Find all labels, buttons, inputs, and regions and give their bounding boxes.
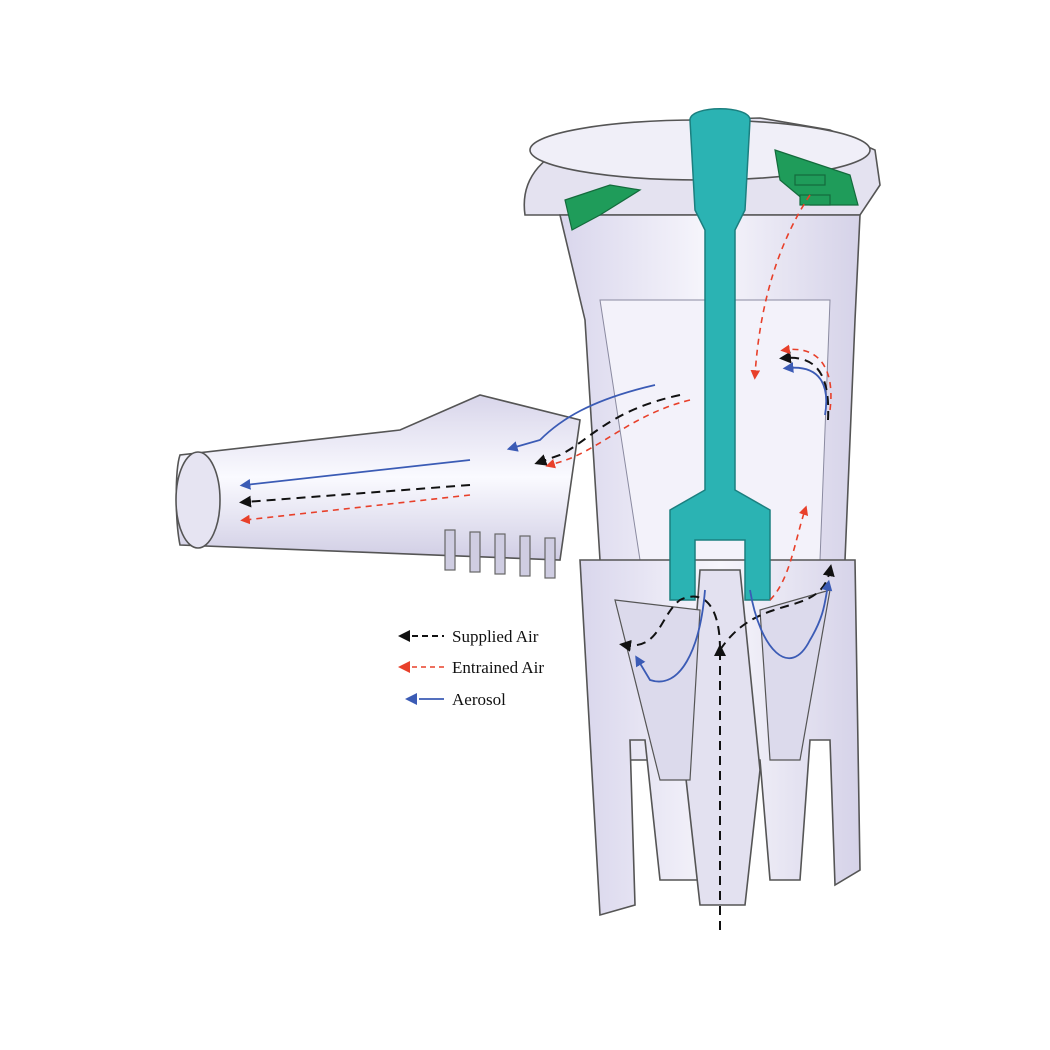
mouthpiece-opening bbox=[175, 451, 221, 549]
supplied-air-flow bbox=[239, 351, 835, 930]
legend-label-supplied-air: Supplied Air bbox=[452, 627, 539, 646]
legend: Supplied Air Entrained Air Aerosol bbox=[398, 627, 544, 709]
legend-item-entrained-air: Entrained Air bbox=[398, 658, 544, 677]
mouthpiece-tube bbox=[175, 394, 581, 561]
aerosol-arrow-icon bbox=[405, 693, 417, 705]
tube-fins bbox=[444, 529, 556, 579]
legend-label-entrained-air: Entrained Air bbox=[452, 658, 544, 677]
legend-label-aerosol: Aerosol bbox=[452, 690, 506, 709]
deflector-cone-right bbox=[759, 589, 831, 761]
entrained-air-flow bbox=[240, 194, 832, 601]
seal-ring bbox=[564, 149, 859, 231]
legend-item-aerosol: Aerosol bbox=[405, 690, 506, 709]
aerosol-flow bbox=[239, 362, 833, 683]
legend-item-supplied-air: Supplied Air bbox=[398, 627, 539, 646]
deflector-cone bbox=[614, 599, 701, 781]
supplied-air-arrow-icon bbox=[398, 630, 410, 642]
entrained-air-arrow-icon bbox=[398, 661, 410, 673]
baffle-plunger bbox=[669, 108, 771, 601]
